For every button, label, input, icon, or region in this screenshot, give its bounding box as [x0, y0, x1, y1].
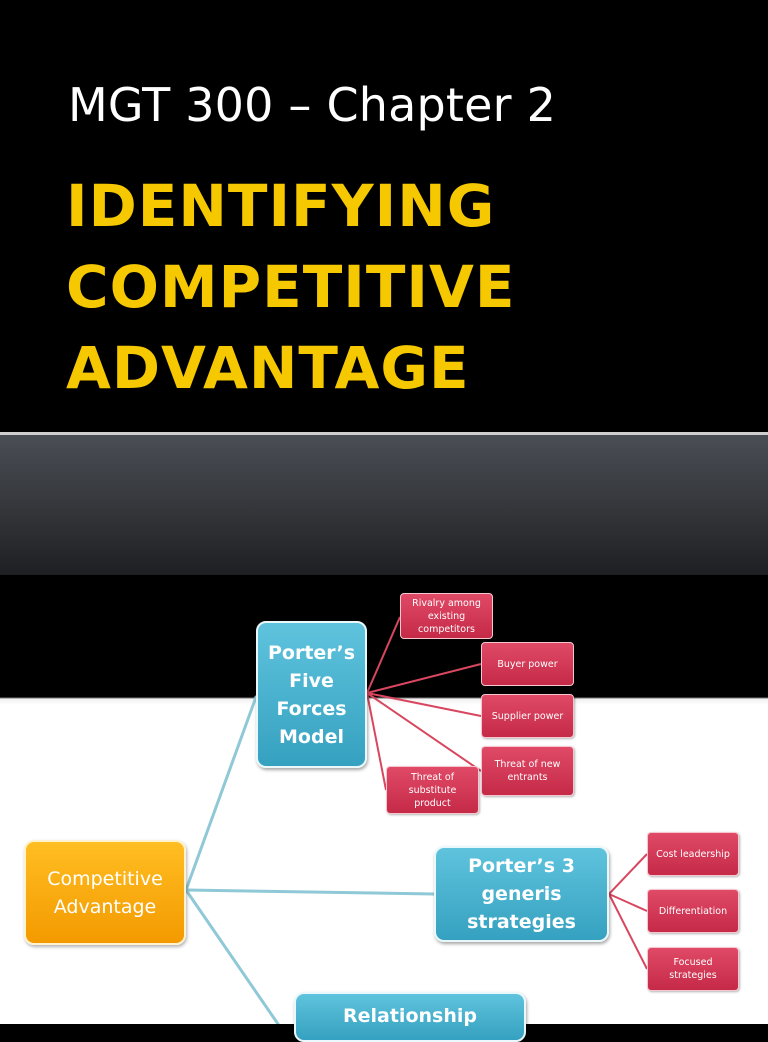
- slide-divider: [0, 432, 768, 435]
- node-label: Rivalry among existing competitors: [412, 597, 481, 635]
- node-label: Focused strategies: [669, 957, 717, 981]
- title-line: ADVANTAGE: [66, 334, 470, 402]
- node-focused-strategies: Focused strategies: [647, 947, 739, 991]
- node-label: Competitive Advantage: [47, 867, 163, 918]
- connector-ff-substitute: [366, 692, 387, 791]
- connector-ff-threat-new: [366, 692, 482, 772]
- node-label: Cost leadership: [656, 848, 730, 860]
- blank-gradient-slide: [0, 435, 768, 575]
- diagram-slide: [0, 575, 768, 1024]
- node-label: Porter’s 3 generis strategies: [467, 855, 576, 933]
- node-label: Relationship: [343, 1005, 477, 1027]
- node-buyer-power: Buyer power: [481, 642, 574, 686]
- connector-ff-rivalry: [366, 616, 401, 694]
- node-differentiation: Differentiation: [647, 889, 739, 933]
- node-label: Supplier power: [491, 710, 564, 722]
- node-cost-leadership: Cost leadership: [647, 832, 739, 876]
- connector-gen-focused: [608, 893, 648, 970]
- connector-root-relationship: [184, 888, 280, 1024]
- node-supplier-power: Supplier power: [481, 694, 574, 738]
- connector-ff-supplier: [366, 692, 482, 717]
- slide-title: IDENTIFYING COMPETITIVE ADVANTAGE: [66, 166, 516, 409]
- node-rivalry: Rivalry among existing competitors: [400, 593, 493, 639]
- node-label: Porter’s Five Forces Model: [267, 641, 355, 748]
- node-relationship: Relationship: [294, 992, 526, 1042]
- title-line: COMPETITIVE: [66, 253, 516, 321]
- node-competitive-advantage: Competitive Advantage: [24, 840, 186, 945]
- node-label: Differentiation: [658, 905, 728, 917]
- node-five-forces-model: Porter’s Five Forces Model: [256, 621, 367, 768]
- slide-subtitle: MGT 300 – Chapter 2: [68, 78, 557, 132]
- connector-root-five-forces: [184, 695, 258, 892]
- connector-ff-buyer: [366, 663, 482, 694]
- node-generic-strategies: Porter’s 3 generis strategies: [434, 846, 609, 942]
- connector-root-generic: [184, 888, 436, 896]
- node-label: Threat of new entrants: [494, 759, 561, 783]
- node-label: Threat of substitute product: [408, 771, 457, 809]
- title-line: IDENTIFYING: [66, 172, 496, 240]
- title-slide: MGT 300 – Chapter 2 IDENTIFYING COMPETIT…: [0, 0, 768, 432]
- node-label: Buyer power: [497, 658, 558, 670]
- node-threat-substitute: Threat of substitute product: [386, 766, 479, 814]
- node-threat-new-entrants: Threat of new entrants: [481, 746, 574, 796]
- connector-gen-cost: [608, 853, 648, 895]
- connector-gen-diff: [608, 893, 648, 912]
